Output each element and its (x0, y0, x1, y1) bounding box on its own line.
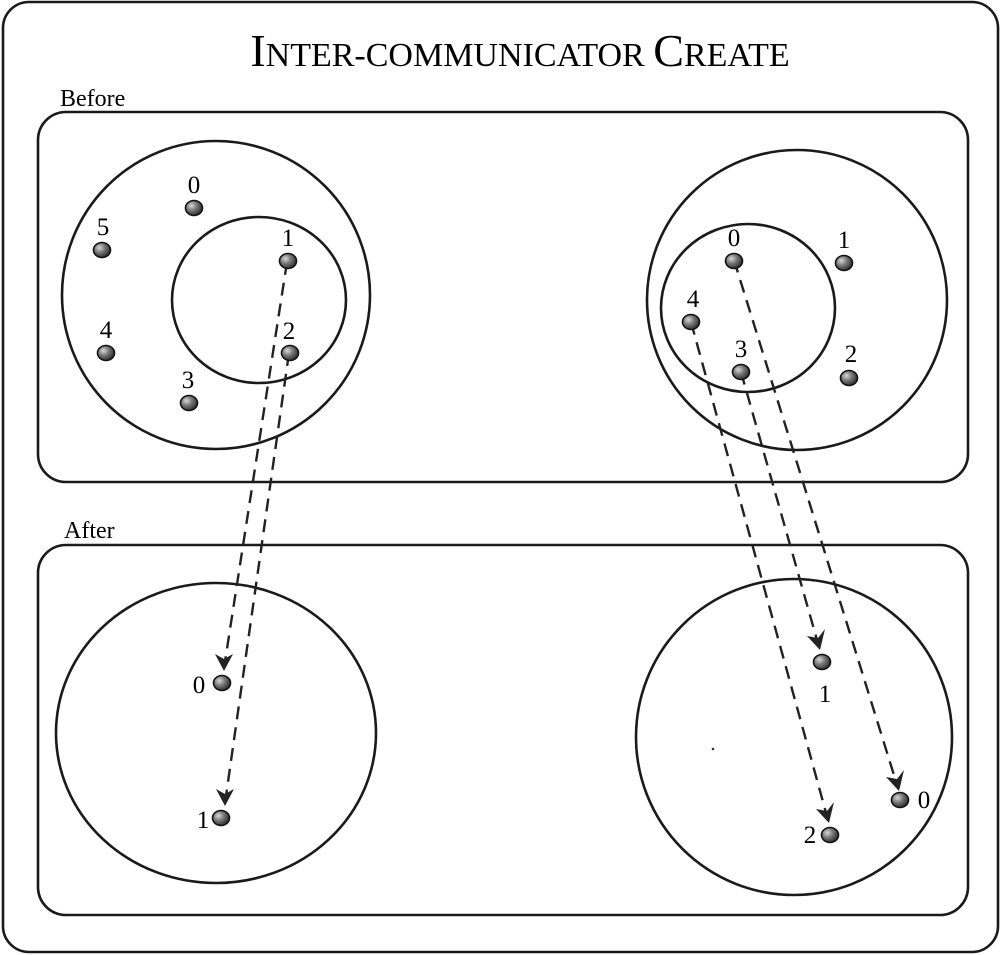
before-left-process-3 (179, 394, 199, 412)
after-left-rank-1: 1 (197, 807, 210, 834)
before-left-rank-0: 0 (188, 172, 201, 199)
page-title: INTER-COMMUNICATOR CREATE (250, 25, 789, 76)
before-left-rank-2: 2 (283, 318, 296, 345)
arrow-left-2-to-1 (223, 352, 291, 804)
after-right-rank-0: 0 (918, 787, 931, 814)
before-right-rank-2: 2 (845, 341, 858, 368)
left-group-circle (60, 139, 372, 451)
after-left-rank-0: 0 (193, 672, 206, 699)
mapping-arrows (215, 259, 904, 823)
arrow-right-3-to-1 (739, 371, 821, 648)
after-panel (36, 543, 970, 917)
right-group-circle (645, 148, 949, 452)
before-left-rank-1: 1 (282, 225, 295, 252)
before-left-process-2 (280, 344, 300, 362)
arrow-left-1-to-0 (222, 261, 289, 669)
before-left-rank-3: 3 (182, 367, 195, 394)
before-right-rank-1: 1 (838, 227, 851, 254)
before-left-process-4 (96, 344, 116, 362)
before-left-rank-4: 4 (100, 317, 113, 344)
rank-labels: 0 1 2 3 4 5 0 1 2 3 4 0 1 0 1 2 (97, 172, 931, 849)
stray-dot (711, 747, 715, 751)
before-panel (36, 110, 970, 484)
after-left-process-1 (211, 809, 231, 827)
before-right-process-1 (834, 254, 854, 272)
arrow-right-4-to-2 (689, 321, 830, 821)
before-left-process-5 (92, 241, 112, 259)
before-right-process-2 (839, 369, 859, 387)
before-right-rank-0: 0 (728, 225, 741, 252)
after-right-process-1 (812, 653, 832, 671)
after-right-rank-1: 1 (819, 681, 832, 708)
arrow-right-0-to-0 (732, 259, 900, 789)
before-right-process-3 (731, 363, 751, 381)
arrowhead-right-2 (816, 802, 834, 823)
after-label: After (64, 518, 115, 544)
after-right-process-2 (820, 826, 840, 844)
process-nodes (92, 199, 910, 844)
before-right-process-4 (681, 313, 701, 331)
before-left-process-1 (278, 252, 298, 270)
before-right-rank-3: 3 (735, 336, 748, 363)
arrowhead-right-0 (886, 770, 904, 791)
before-right-process-0 (724, 252, 744, 270)
before-left-rank-5: 5 (97, 214, 110, 241)
right-intercomm-circle (634, 577, 954, 897)
right-local-group (659, 222, 837, 394)
arrowhead-right-1 (807, 629, 825, 650)
arrowhead-left-1 (216, 789, 234, 806)
before-left-process-0 (184, 199, 204, 217)
after-left-process-0 (212, 674, 232, 692)
left-intercomm-circle (54, 581, 378, 885)
after-right-rank-2: 2 (804, 822, 817, 849)
left-local-group (170, 215, 348, 385)
arrowhead-left-0 (215, 654, 233, 671)
before-right-rank-4: 4 (687, 286, 700, 313)
after-right-process-0 (890, 791, 910, 809)
before-label: Before (60, 86, 125, 112)
